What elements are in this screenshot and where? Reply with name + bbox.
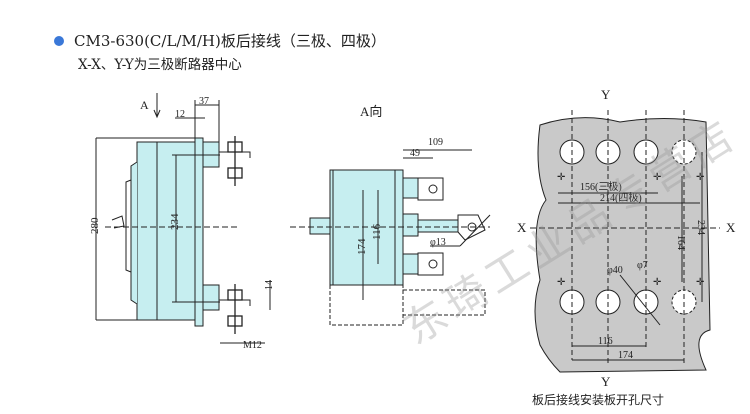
svg-text:φ7: φ7 <box>637 260 648 271</box>
svg-text:234: 234 <box>695 220 706 235</box>
svg-text:116: 116 <box>371 223 383 240</box>
arrow-label: A <box>140 98 149 112</box>
svg-text:✛: ✛ <box>696 172 704 183</box>
svg-text:Y: Y <box>601 374 611 389</box>
svg-text:280: 280 <box>89 217 101 234</box>
svg-text:234: 234 <box>169 213 181 230</box>
svg-text:109: 109 <box>428 137 443 148</box>
svg-text:✛: ✛ <box>557 277 565 288</box>
svg-text:214(四极): 214(四极) <box>600 191 642 204</box>
svg-text:12: 12 <box>175 109 185 120</box>
breaker-body <box>136 141 198 321</box>
svg-text:φ13: φ13 <box>430 237 446 248</box>
svg-text:板后接线安装板开孔尺寸: 板后接线安装板开孔尺寸 <box>532 392 664 407</box>
svg-text:116: 116 <box>598 336 613 347</box>
subtitle: X-X、Y-Y为三极断路器中心 <box>78 57 242 73</box>
svg-text:174: 174 <box>618 350 633 361</box>
svg-text:49: 49 <box>410 148 420 159</box>
svg-text:✛: ✛ <box>653 172 661 183</box>
svg-text:X: X <box>517 220 527 235</box>
svg-text:X: X <box>726 220 736 235</box>
svg-text:164: 164 <box>675 235 686 250</box>
title-text: CM3-630(C/L/M/H)板后接线（三极、四极） <box>74 32 386 50</box>
svg-text:37: 37 <box>199 96 209 107</box>
svg-text:φ40: φ40 <box>607 265 623 276</box>
side-view: A 280 234 37 12 14 M12 <box>89 93 275 351</box>
svg-text:M12: M12 <box>243 340 262 351</box>
svg-text:Y: Y <box>601 87 611 102</box>
svg-text:174: 174 <box>356 238 368 255</box>
svg-text:156(三极): 156(三极) <box>580 180 622 193</box>
panel-cutout: Y Y X X ✛✛✛ ✛✛✛ 156(三极) 214(四极) 164 234 … <box>517 87 736 407</box>
svg-text:✛: ✛ <box>696 277 704 288</box>
section-title: CM3-630(C/L/M/H)板后接线（三极、四极） <box>54 30 386 51</box>
svg-text:✛: ✛ <box>557 172 565 183</box>
svg-text:14: 14 <box>264 280 275 290</box>
svg-text:A向: A向 <box>360 104 382 119</box>
a-view: A向 109 49 174 116 φ13 <box>290 104 491 326</box>
svg-text:✛: ✛ <box>653 277 661 288</box>
bullet-icon <box>54 35 64 46</box>
